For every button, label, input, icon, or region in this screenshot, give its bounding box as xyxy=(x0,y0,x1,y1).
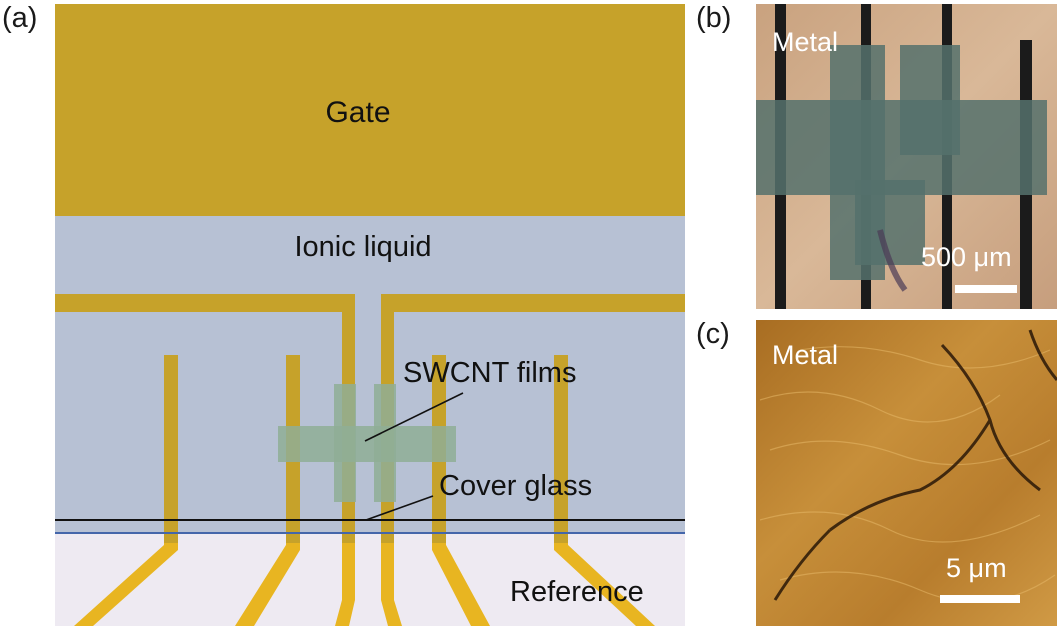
panel-label-a: (a) xyxy=(2,2,38,34)
ionic-liquid-region xyxy=(55,216,685,533)
electrode-foot-1 xyxy=(74,543,178,626)
electrode-lead-4 xyxy=(554,355,568,545)
electrode-foot-4 xyxy=(554,543,655,626)
left-gate-bar xyxy=(55,294,355,312)
gate-label: Gate xyxy=(325,96,390,129)
center-foot-left xyxy=(335,543,355,626)
reference-region xyxy=(55,533,685,626)
cover-glass-leader-line xyxy=(365,495,434,521)
reference-label: Reference xyxy=(510,576,644,608)
cover-glass-label: Cover glass xyxy=(439,470,592,502)
panel-label-b: (b) xyxy=(696,2,732,34)
electrode-foot-2 xyxy=(235,543,300,626)
gate-electrode xyxy=(55,4,685,216)
electrode-foot-3 xyxy=(432,543,490,626)
center-foot-right xyxy=(381,543,402,626)
swcnt-films-label: SWCNT films xyxy=(403,357,576,389)
swcnt-film xyxy=(278,384,456,502)
electrode-lead-1 xyxy=(164,355,178,545)
panel-label-c: (c) xyxy=(696,318,730,350)
right-gate-bar xyxy=(381,294,685,312)
swcnt-leader-line xyxy=(364,392,464,442)
ionic-liquid-label: Ionic liquid xyxy=(294,231,431,263)
